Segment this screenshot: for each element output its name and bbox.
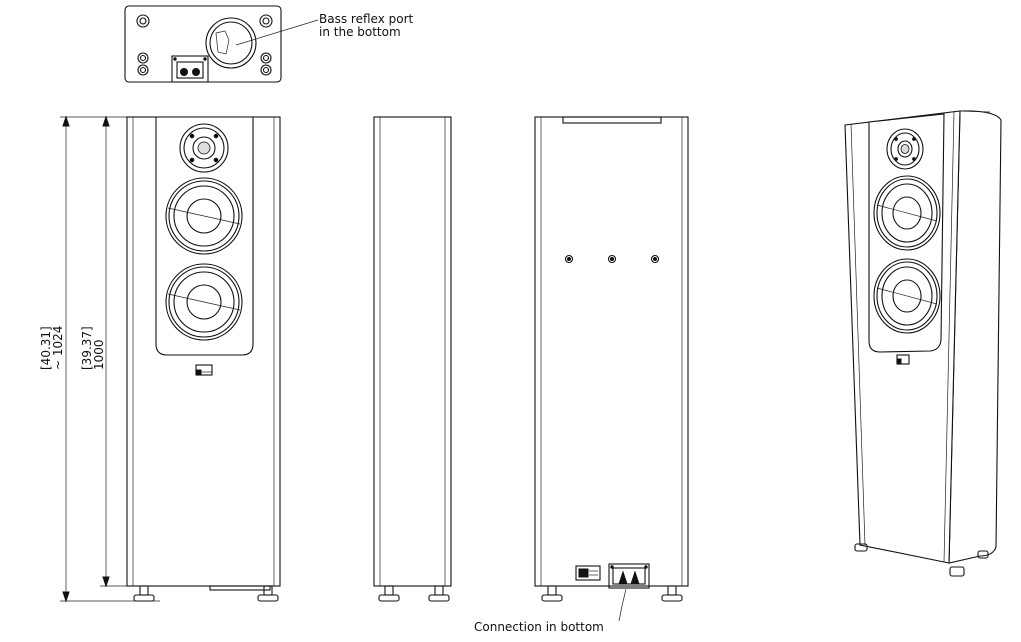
- connection-label: Connection in bottom: [474, 620, 604, 634]
- rear-screw-3: [650, 254, 660, 264]
- side-view: [373, 116, 452, 602]
- perspective-logo: [896, 354, 910, 365]
- front-woofer-lower: [165, 263, 243, 341]
- rear-foot-left: [541, 585, 563, 602]
- perspective-baffle: [868, 113, 945, 353]
- front-logo: [195, 364, 213, 376]
- front-baffle: [155, 116, 254, 356]
- foot-bl: [137, 52, 149, 76]
- bass-reflex-port: [205, 17, 257, 69]
- rear-screw-2: [607, 254, 617, 264]
- foot-br: [260, 52, 272, 76]
- rear-view: Connection in bottom: [474, 116, 689, 634]
- rear-terminal-plate: [608, 563, 650, 589]
- rear-foot-right: [661, 585, 683, 602]
- bass-port-label-2: in the bottom: [319, 25, 401, 39]
- connection-leader: [618, 588, 627, 622]
- perspective-foot-mid: [949, 566, 965, 577]
- perspective-woofer-upper: [873, 175, 941, 251]
- perspective-tweeter: [886, 128, 924, 170]
- bottom-view: Bass reflex port in the bottom: [124, 5, 413, 83]
- bottom-terminal-plate: [171, 55, 209, 83]
- overall-height-inch: [40.31]: [39, 326, 53, 370]
- front-foot-left: [133, 585, 155, 602]
- cabinet-height-inch: [39.37]: [80, 326, 94, 370]
- perspective-foot-right: [977, 550, 989, 559]
- rear-top-edge: [562, 116, 662, 124]
- perspective-woofer-lower: [873, 258, 941, 334]
- front-woofer-upper: [165, 177, 243, 255]
- rear-label-plate: [575, 565, 601, 581]
- dimension-lines: [40.31] ~ 1024 [39.37] 1000: [39, 115, 160, 603]
- perspective-view: [844, 110, 1002, 577]
- bass-port-label-1: Bass reflex port: [319, 12, 413, 26]
- cabinet-height-mm: 1000: [92, 339, 106, 370]
- rear-screw-1: [564, 254, 574, 264]
- side-foot-left: [378, 585, 400, 602]
- front-view: [126, 116, 281, 602]
- perspective-foot-left: [854, 543, 868, 552]
- front-tweeter: [179, 123, 229, 173]
- overall-height-mm: ~ 1024: [51, 326, 65, 370]
- foot-tl: [136, 14, 150, 28]
- front-foot-right: [257, 585, 279, 602]
- bass-port-leader: [235, 19, 319, 46]
- side-foot-right: [428, 585, 450, 602]
- foot-tr: [259, 14, 273, 28]
